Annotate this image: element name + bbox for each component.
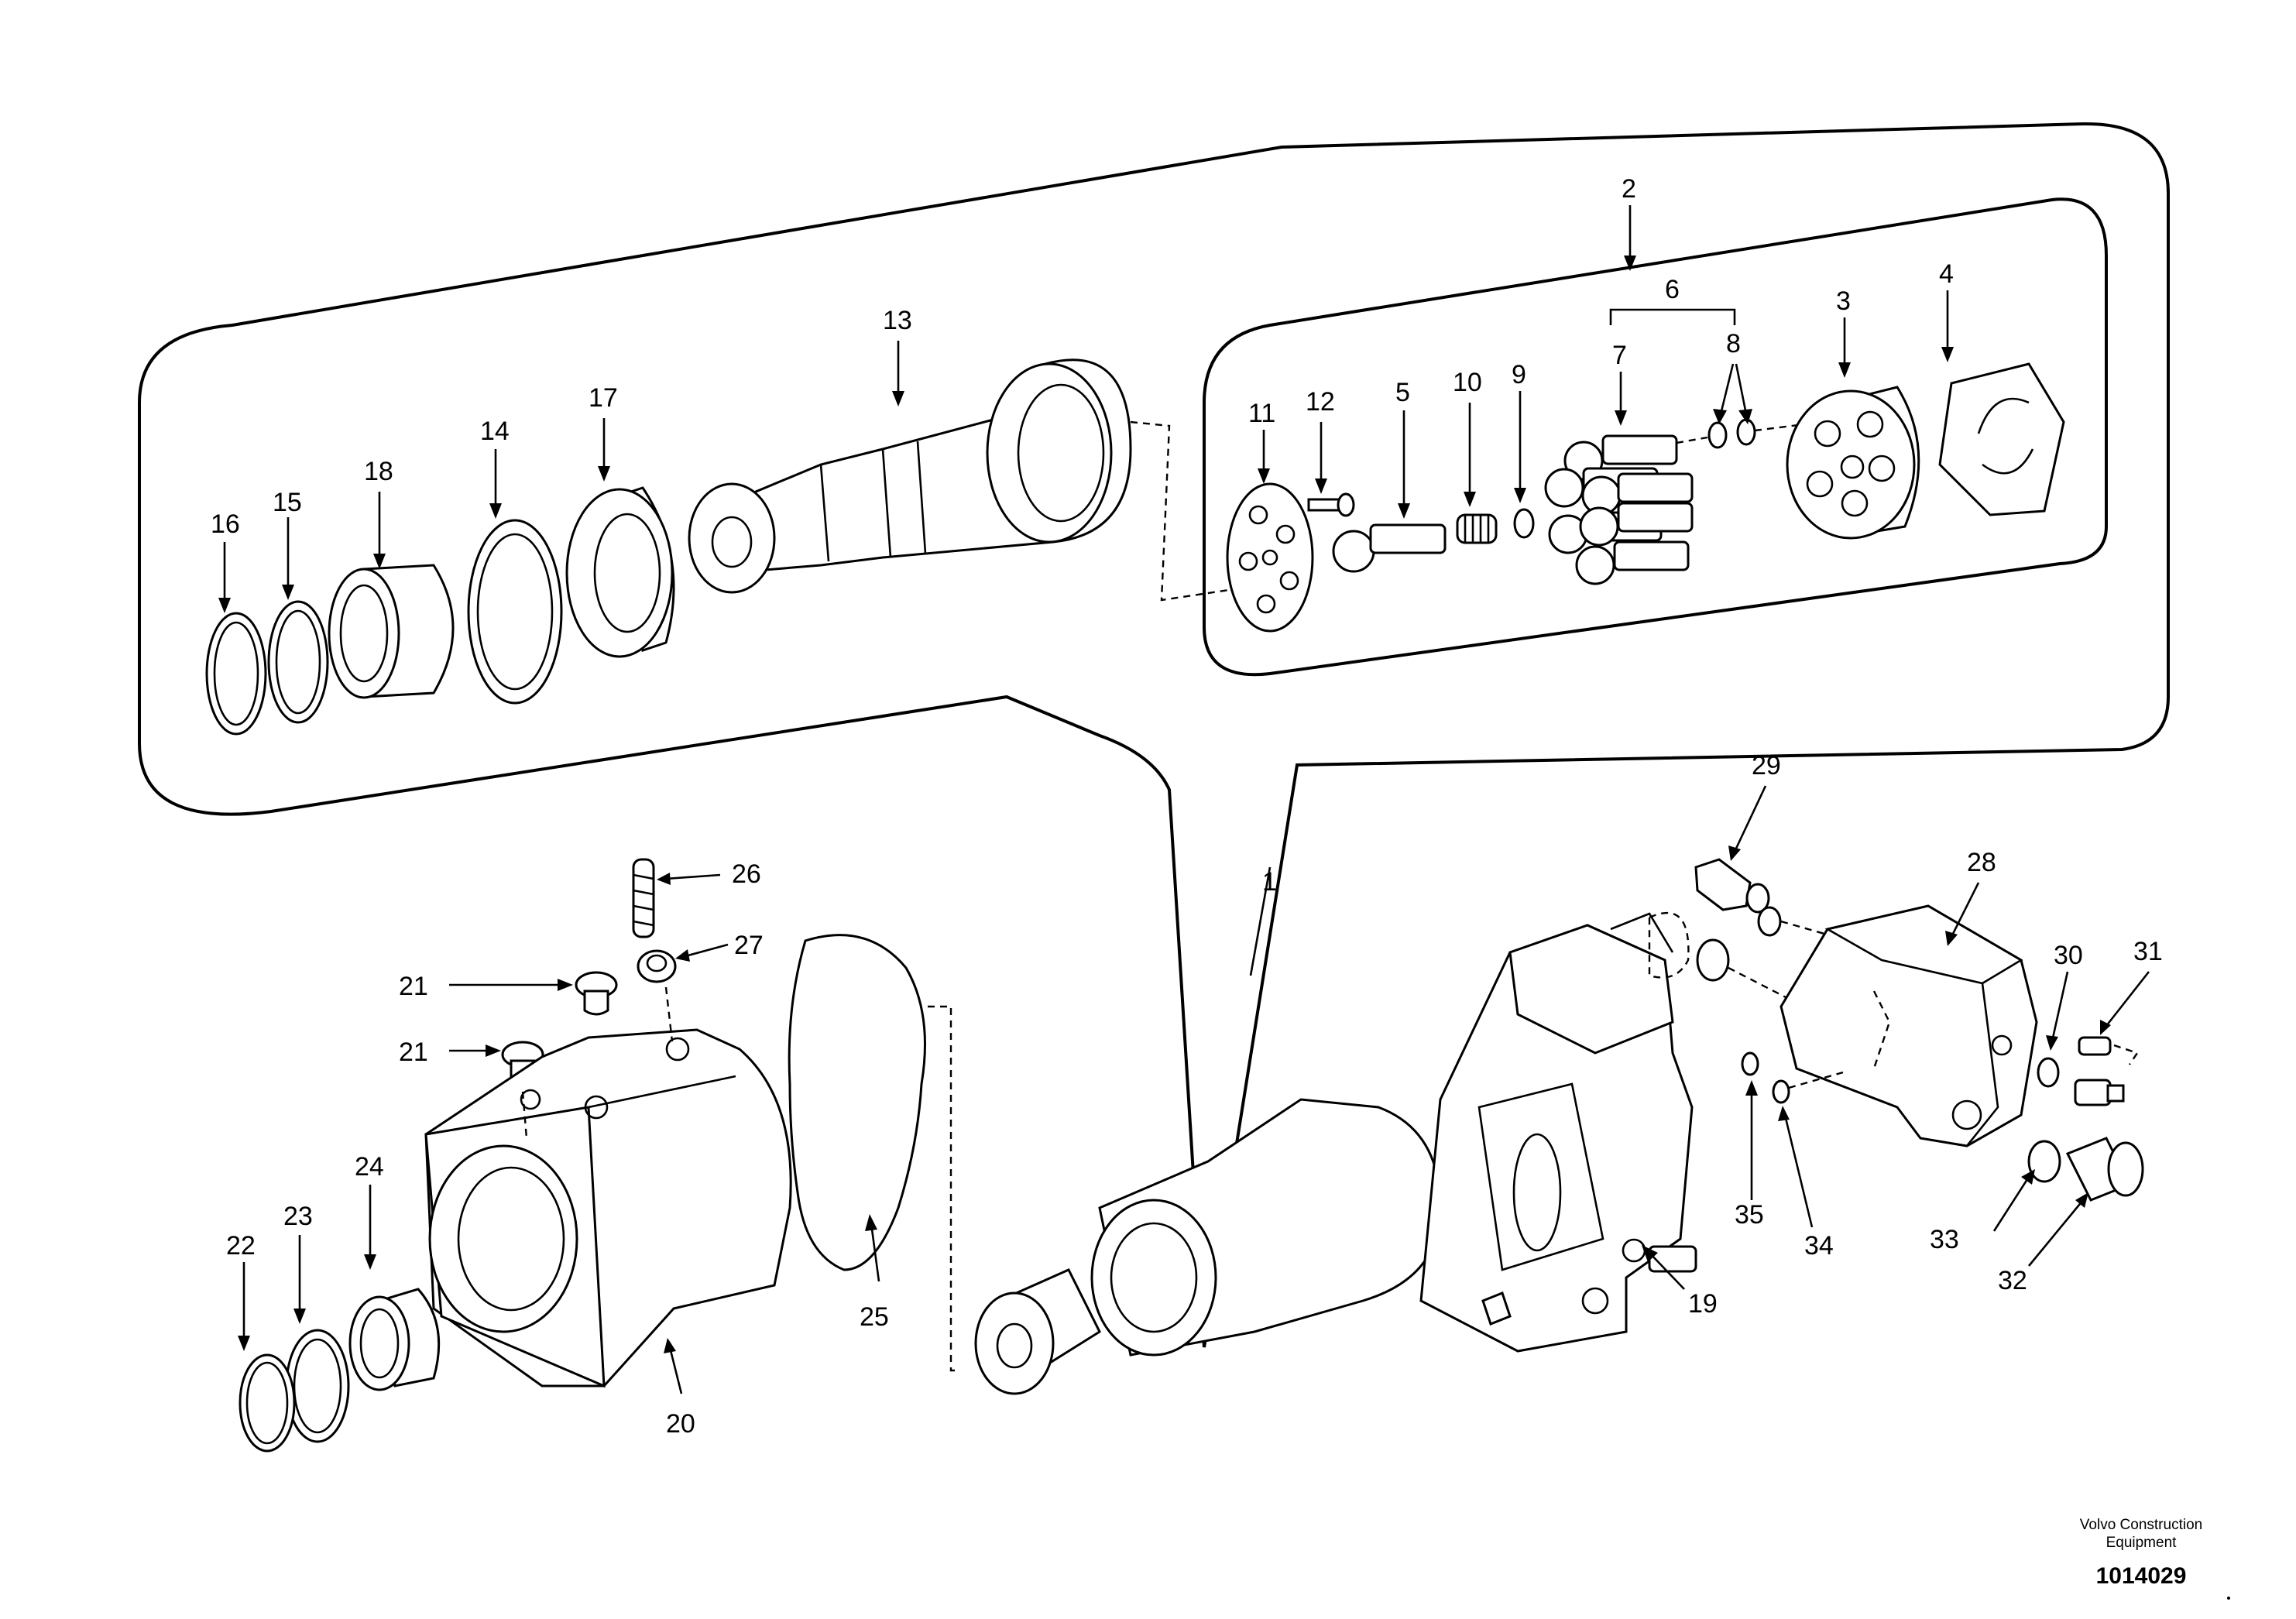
- part-22-circlip: [239, 1353, 296, 1453]
- callout-32: 32: [1998, 1266, 2027, 1295]
- callout-23: 23: [283, 1202, 313, 1231]
- part-31-fitting: [2074, 1036, 2139, 1106]
- part-34-oring: [1772, 1079, 1790, 1104]
- part-16-snap-ring: [205, 612, 267, 736]
- callout-31: 31: [2133, 937, 2163, 966]
- part-14-shim: [467, 519, 563, 705]
- callout-20: 20: [666, 1409, 695, 1439]
- callout-6: 6: [1665, 275, 1680, 304]
- part-rotating-group: [974, 1098, 1476, 1395]
- callout-12: 12: [1306, 387, 1335, 417]
- callout-8: 8: [1726, 329, 1741, 358]
- part-oring-29a: [1757, 906, 1782, 937]
- part-7-pistons: [1544, 434, 1694, 585]
- callout-10: 10: [1453, 368, 1482, 397]
- callout-22: 22: [226, 1231, 256, 1261]
- outer-detail-frame: [138, 122, 2170, 1348]
- part-21-plug-upper: [575, 971, 618, 1016]
- callout-7: 7: [1612, 341, 1627, 370]
- part-28-cover: [1779, 904, 2038, 1147]
- part-18-sleeve: [328, 564, 455, 699]
- part-26-stud: [632, 858, 655, 938]
- dashed-line-29b: [1728, 966, 1790, 1000]
- part-35-oring: [1741, 1051, 1759, 1076]
- brand-line-2: Equipment: [2106, 1535, 2178, 1551]
- dashed-line-34: [1788, 1071, 1844, 1089]
- part-15-ring: [267, 600, 329, 724]
- part-10-spring: [1456, 513, 1498, 544]
- callout-24: 24: [355, 1152, 384, 1182]
- part-23-ring: [285, 1329, 350, 1443]
- callout-5: 5: [1395, 378, 1410, 407]
- callout-13: 13: [883, 306, 912, 335]
- part-13-drive-shaft: [688, 358, 1132, 594]
- callout-35: 35: [1735, 1200, 1764, 1230]
- part-5-center-pin: [1332, 523, 1447, 573]
- part-9-washer: [1513, 508, 1535, 539]
- part-4-valve-plate: [1938, 362, 2065, 516]
- part-11-retaining-plate: [1226, 482, 1314, 633]
- callout-19: 19: [1688, 1289, 1718, 1319]
- dashed-line-29: [1780, 920, 1836, 938]
- callout-3: 3: [1836, 286, 1851, 316]
- part-oring-29b: [1696, 938, 1730, 982]
- callout-11: 11: [1248, 399, 1275, 428]
- dashed-line-13-11: [1130, 420, 1240, 602]
- part-3-cylinder-block: [1786, 386, 1920, 540]
- inner-detail-frame: [1203, 197, 2108, 677]
- callout-18: 18: [364, 457, 393, 486]
- dashed-line-25: [928, 1005, 956, 1372]
- callout-30: 30: [2054, 941, 2083, 970]
- callout-28: 28: [1967, 848, 1996, 877]
- callout-16: 16: [211, 509, 240, 539]
- leader-lines: [218, 205, 2150, 1394]
- corner-dot: [2227, 1597, 2230, 1600]
- callout-25: 25: [860, 1302, 889, 1332]
- part-29-fitting: [1648, 858, 1770, 979]
- callout-27: 27: [734, 931, 764, 960]
- callout-15: 15: [273, 488, 302, 517]
- part-20-motor-housing: [424, 986, 792, 1388]
- callout-14: 14: [480, 417, 510, 446]
- part-33-oring: [2027, 1140, 2061, 1183]
- callout-34: 34: [1804, 1231, 1834, 1261]
- callout-9: 9: [1512, 360, 1526, 389]
- callout-4: 4: [1939, 259, 1954, 289]
- callout-21-lower: 21: [399, 1038, 428, 1067]
- drawing-number: 1014029: [2096, 1563, 2187, 1589]
- callout-29: 29: [1752, 751, 1781, 780]
- callout-2: 2: [1622, 174, 1636, 204]
- part-19-port-block: [1419, 912, 1697, 1353]
- callout-26: 26: [732, 859, 761, 889]
- callout-17: 17: [589, 383, 618, 413]
- callout-21-upper: 21: [399, 972, 428, 1001]
- part-32-plug: [2065, 1137, 2144, 1202]
- part-27-nut: [637, 949, 677, 983]
- part-25-gasket: [788, 934, 926, 1271]
- part-17-bearing: [565, 486, 675, 658]
- callout-1: 1: [1262, 867, 1277, 897]
- part-24-bearing: [348, 1288, 441, 1391]
- part-12-screw: [1307, 492, 1355, 517]
- callout-33: 33: [1930, 1225, 1959, 1254]
- brand-line-1: Volvo Construction: [2080, 1517, 2202, 1533]
- part-30-oring: [2037, 1057, 2060, 1088]
- part-8-piston-rings: [1676, 418, 1805, 449]
